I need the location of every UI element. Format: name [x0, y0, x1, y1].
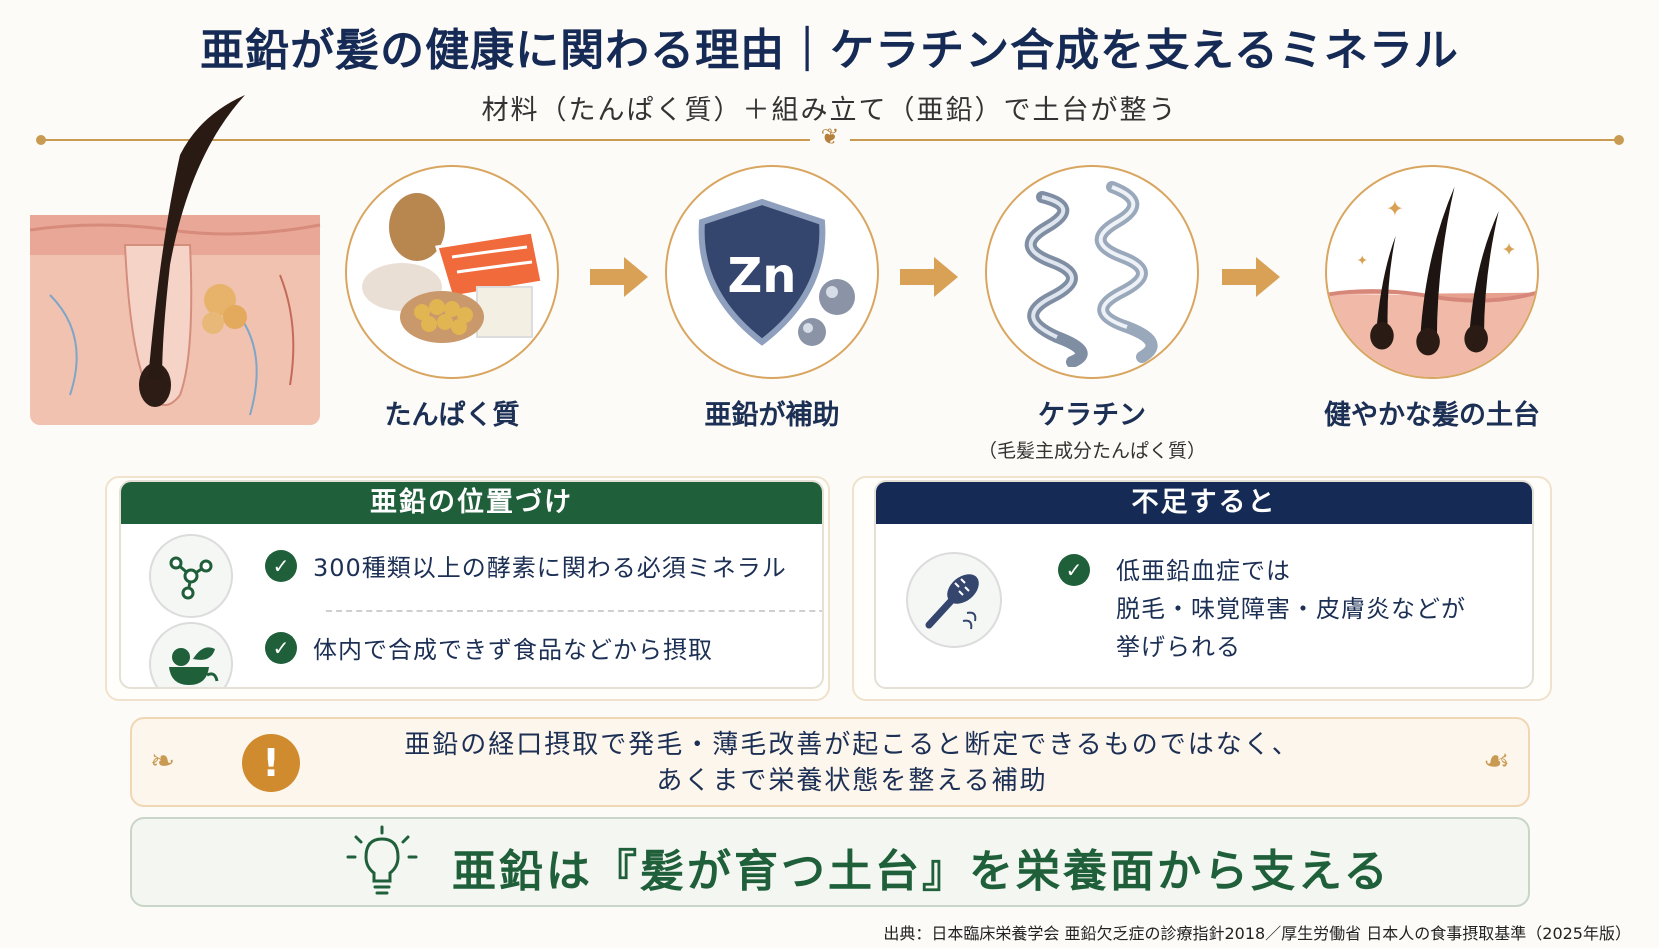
deficiency-panel-inner: 不足すると ✓ 低亜鉛血症では 脱毛・味覚障害・皮膚炎などが 挙げられる — [874, 480, 1534, 689]
title-divider: ❦ — [36, 125, 1624, 151]
step-zinc-label: 亜鉛が補助 — [704, 400, 840, 431]
deficiency-line: 脱毛・味覚障害・皮膚炎などが — [1116, 595, 1466, 623]
zinc-role-item: 300種類以上の酵素に関わる必須ミネラル — [313, 554, 787, 582]
caution-line: あくまで栄養状態を整える補助 — [656, 766, 1048, 796]
arrow-right-icon — [590, 257, 648, 297]
deficiency-panel: 不足すると ✓ 低亜鉛血症では 脱毛・味覚障害・皮膚炎などが 挙げられる — [852, 476, 1552, 701]
zinc-role-item: 体内で合成できず食品などから摂取 — [313, 636, 713, 664]
step-zinc-circle: Zn — [665, 165, 879, 379]
step-keratin-sublabel: （毛髪主成分たんぱく質） — [977, 440, 1206, 462]
molecule-icon — [149, 534, 233, 618]
deficiency-line: 挙げられる — [1116, 633, 1241, 661]
exclamation-icon: ! — [242, 734, 300, 792]
arrow-right-icon — [1222, 257, 1280, 297]
step-zinc: Zn 亜鉛が補助 — [652, 165, 892, 432]
source-citation: 出典：日本臨床栄養学会 亜鉛欠乏症の診療指針2018／厚生労働省 日本人の食事摂… — [883, 924, 1631, 943]
deficiency-line: 低亜鉛血症では — [1116, 557, 1291, 585]
page-subtitle: 材料（たんぱく質）＋組み立て（亜鉛）で土台が整う — [481, 95, 1178, 126]
step-keratin: ケラチン （毛髪主成分たんぱく質） — [972, 165, 1212, 463]
summary-box: 亜鉛は『髪が育つ土台』を栄養面から支える — [130, 817, 1530, 907]
sprig-ornament-icon: ❧ — [150, 744, 176, 779]
arrow-right-icon — [900, 257, 958, 297]
check-icon: ✓ — [1058, 554, 1090, 586]
healthy-hair-icon: ✦ ✦ ✦ — [1327, 186, 1537, 377]
zinc-symbol: Zn — [728, 248, 797, 304]
item-separator — [326, 610, 822, 612]
zinc-role-panel-inner: 亜鉛の位置づけ ✓ 300種類以上の酵素に関わる必須ミネラル ✓ — [119, 480, 824, 689]
step-keratin-label: ケラチン — [1038, 400, 1146, 431]
step-healthy-hair-label: 健やかな髪の土台 — [1324, 400, 1540, 431]
zinc-shield-icon: Zn — [698, 198, 855, 346]
sprig-ornament-icon: ☙ — [1483, 744, 1510, 779]
lightbulb-icon — [346, 825, 418, 895]
page-title: 亜鉛が髪の健康に関わる理由｜ケラチン合成を支えるミネラル — [200, 25, 1459, 76]
hair-follicle-illustration — [30, 95, 321, 425]
step-protein: たんぱく質 — [332, 165, 572, 432]
vegetable-bowl-icon — [149, 622, 233, 687]
caution-text: 亜鉛の経口摂取で発毛・薄毛改善が起こると断定できるものではなく、 あくまで栄養状… — [312, 727, 1392, 799]
step-healthy-hair: ✦ ✦ ✦ 健やかな髪の土台 — [1312, 165, 1552, 432]
caution-box: ❧ ! 亜鉛の経口摂取で発毛・薄毛改善が起こると断定できるものではなく、 あくま… — [130, 717, 1530, 807]
step-healthy-hair-circle: ✦ ✦ ✦ — [1325, 165, 1539, 379]
deficiency-text: 低亜鉛血症では 脱毛・味覚障害・皮膚炎などが 挙げられる — [1116, 552, 1466, 666]
divider-dot-right — [1614, 135, 1624, 145]
zinc-role-heading: 亜鉛の位置づけ — [121, 482, 822, 524]
step-protein-circle — [345, 165, 559, 379]
svg-text:✦: ✦ — [1356, 253, 1368, 269]
divider-ornament-icon: ❦ — [810, 125, 850, 151]
caution-line: 亜鉛の経口摂取で発毛・薄毛改善が起こると断定できるものではなく、 — [404, 730, 1300, 760]
check-icon: ✓ — [265, 632, 297, 664]
summary-text: 亜鉛は『髪が育つ土台』を栄養面から支える — [452, 846, 1391, 897]
hair-brush-icon — [906, 552, 1002, 648]
svg-text:✦: ✦ — [1386, 197, 1404, 222]
svg-text:✦: ✦ — [1502, 240, 1517, 260]
keratin-helix-icon — [1024, 181, 1158, 367]
food-icon — [362, 193, 544, 343]
divider-dot-left — [36, 135, 46, 145]
step-keratin-circle — [985, 165, 1199, 379]
check-icon: ✓ — [265, 550, 297, 582]
deficiency-heading: 不足すると — [876, 482, 1532, 524]
step-protein-label: たんぱく質 — [384, 400, 520, 431]
zinc-role-panel: 亜鉛の位置づけ ✓ 300種類以上の酵素に関わる必須ミネラル ✓ — [105, 476, 830, 701]
